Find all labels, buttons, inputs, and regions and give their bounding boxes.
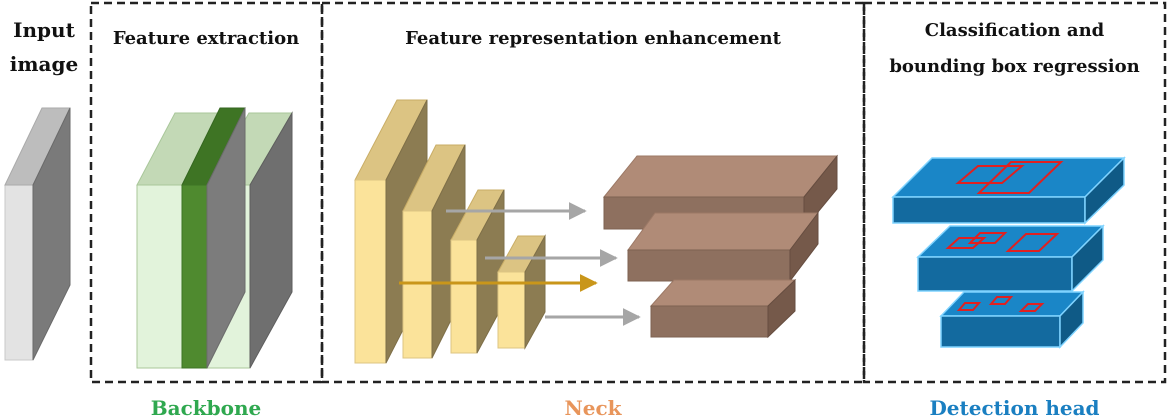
detection-head-plates xyxy=(891,156,1126,349)
bounding-boxes xyxy=(945,161,1064,312)
input-title-line1: Input xyxy=(13,18,75,42)
neck-pyramid xyxy=(354,99,546,364)
head-frame xyxy=(862,1,1167,384)
input-title-line2: image xyxy=(9,52,79,76)
neck-arrows xyxy=(399,202,641,326)
backbone-layers xyxy=(136,107,293,369)
head-title-line1: Classification and xyxy=(924,20,1105,41)
input-image-block xyxy=(4,107,71,361)
neck-title: Feature representation enhancement xyxy=(405,28,781,49)
neck-footer-label: Neck xyxy=(564,396,622,419)
backbone-title: Feature extraction xyxy=(112,28,300,49)
backbone-footer-label: Backbone xyxy=(150,396,262,419)
neck-feature-maps xyxy=(602,154,839,339)
head-title-line2: bounding box regression xyxy=(889,56,1140,77)
head-footer-label: Detection head xyxy=(929,396,1100,419)
